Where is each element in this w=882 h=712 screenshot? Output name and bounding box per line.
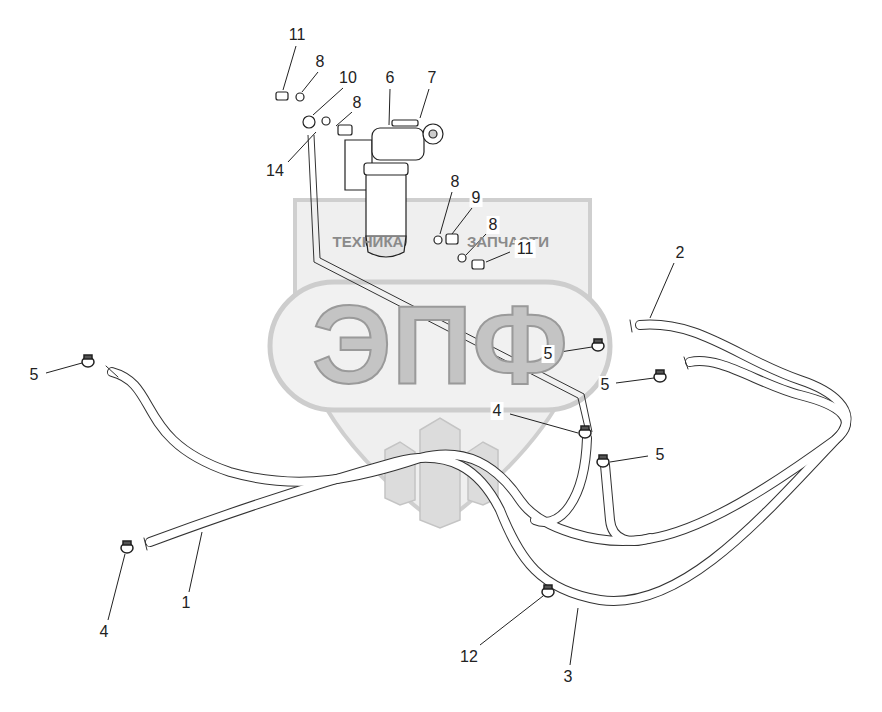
watermark-text: ТЕХНИКА <box>333 234 404 249</box>
leader-lines <box>46 46 674 665</box>
callout-number: 14 <box>264 162 286 180</box>
callout-number: 9 <box>470 189 483 207</box>
callout-number: 8 <box>314 53 327 71</box>
callout-number: 10 <box>337 69 359 87</box>
callout-number: 12 <box>458 648 480 666</box>
callout-number: 2 <box>674 244 687 262</box>
watermark-text: ЭПФ <box>312 289 568 401</box>
callout-number: 5 <box>654 446 667 464</box>
watermark-text: ЗАПЧАСТИ <box>467 234 549 249</box>
callout-number: 11 <box>515 240 536 258</box>
callout-number: 5 <box>599 376 612 394</box>
callout-number: 7 <box>426 69 439 87</box>
callout-number: 8 <box>487 216 500 234</box>
fuel-filter <box>276 92 484 269</box>
callout-number: 6 <box>384 69 397 87</box>
callout-number: 11 <box>287 26 308 44</box>
callout-number: 8 <box>449 173 462 191</box>
callout-number: 4 <box>491 402 504 420</box>
callout-number: 5 <box>542 345 555 363</box>
callout-number: 1 <box>180 594 193 612</box>
callout-number: 3 <box>562 668 575 686</box>
fuel-line <box>308 135 592 432</box>
callout-number: 4 <box>98 623 111 641</box>
callout-number: 5 <box>28 366 41 384</box>
callout-number: 8 <box>351 94 364 112</box>
